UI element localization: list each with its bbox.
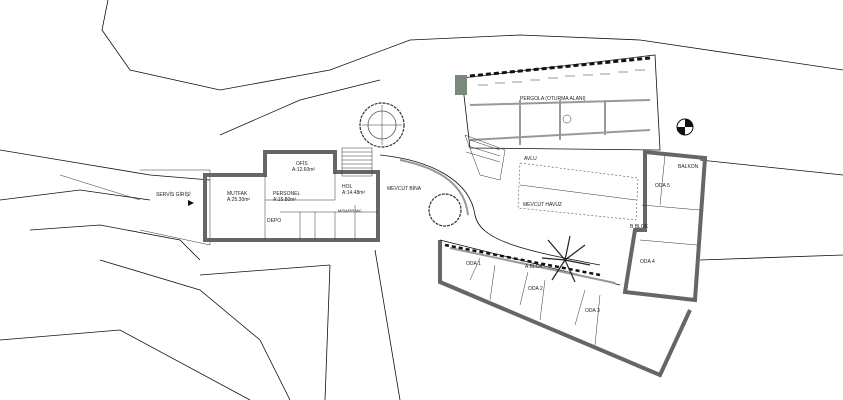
room4-label: ODA 4 (640, 259, 655, 265)
office-area: A:12.60m² (292, 167, 315, 173)
pool-label: MEVCUT HAVUZ (523, 202, 562, 208)
stairs (464, 134, 506, 181)
existing-building-label: MEVCUT BİNA (387, 185, 422, 192)
storage-label: DEPO (267, 218, 281, 224)
kitchen-area: A:25.30m² (227, 197, 250, 203)
staff-area: A:15.80m² (273, 197, 296, 203)
balcony-label: BALKON (678, 164, 699, 170)
pool-outline (517, 162, 639, 221)
a-block: ODA 1 ODA 2 ODA 3 A BLOK (438, 239, 692, 378)
a-block-label: A BLOK (525, 264, 543, 270)
guest-wc-label: MİSAFİR WC (338, 208, 362, 213)
tree-icon (359, 102, 405, 148)
hall-area: A:14.48m² (342, 190, 365, 196)
hall-label: HOL (342, 184, 353, 190)
room1-label: ODA 1 (466, 261, 481, 267)
plant-bed (455, 75, 467, 95)
courtyard: AVLU MEVCUT HAVUZ (517, 156, 639, 221)
palm-tree-icon (541, 235, 591, 283)
entrance-arrow-icon (188, 200, 194, 206)
room5-label: ODA 5 (655, 183, 670, 189)
walkway-edge (399, 159, 469, 216)
office-label: OFİS (296, 160, 308, 167)
kitchen-office-building: SERVİS GİRİŞİ MUTFAK A:25.30m² OFİS A:12… (156, 147, 422, 242)
pergola-label: PERGOLA (OTURMA ALANI) (520, 96, 586, 102)
kitchen-label: MUTFAK (227, 191, 248, 197)
service-entrance-label: SERVİS GİRİŞİ (156, 191, 191, 198)
b-block-label: B BLOK (630, 224, 649, 230)
courtyard-label: AVLU (524, 156, 537, 162)
north-arrow-icon (676, 118, 694, 136)
staff-label: PERSONEL (273, 191, 300, 197)
walkway (379, 154, 601, 266)
b-block: BALKON ODA 5 ODA 4 B BLOK (622, 149, 708, 303)
fountain-icon (562, 114, 572, 124)
room3-label: ODA 3 (585, 308, 600, 314)
tree-icon (428, 193, 462, 227)
pergola-area: PERGOLA (OTURMA ALANI) (455, 54, 661, 151)
room2-label: ODA 2 (528, 286, 543, 292)
